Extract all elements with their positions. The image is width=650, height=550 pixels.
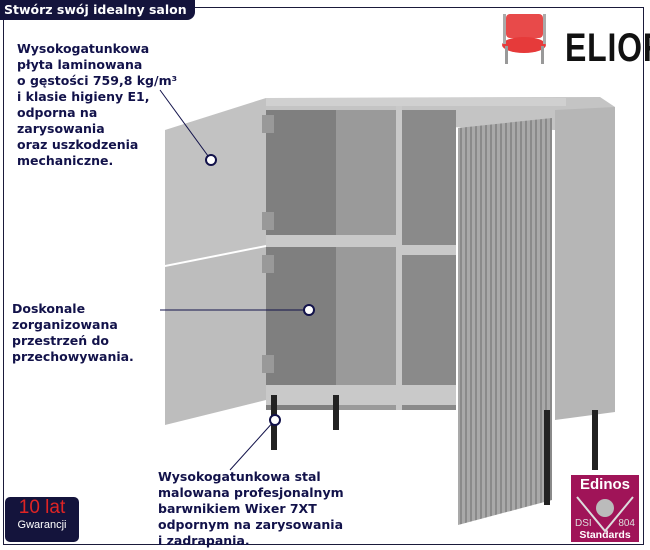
brand-logo: ELIOR xyxy=(565,26,650,70)
note-laminate: Wysokogatunkowa płyta laminowana o gęsto… xyxy=(17,41,178,168)
edinos-standards: Standards xyxy=(579,529,631,541)
note-storage: Doskonale zorganizowana przestrzeń do pr… xyxy=(12,301,134,364)
warranty-label: Gwarancji xyxy=(17,519,67,531)
warranty-badge: 10 lat Gwarancji xyxy=(5,497,79,542)
note-steel: Wysokogatunkowa stal malowana profesjona… xyxy=(158,469,344,548)
warranty-years: 10 lat xyxy=(18,497,66,518)
edinos-title: Edinos xyxy=(579,476,630,493)
edinos-emblem-icon xyxy=(576,496,634,533)
edinos-badge: Edinos DSI 804 Standards xyxy=(571,475,639,542)
edinos-number: 804 xyxy=(618,518,635,529)
frame xyxy=(3,7,644,545)
edinos-dsi: DSI xyxy=(575,518,592,529)
chair-icon xyxy=(502,14,546,64)
page-title: Stwórz swój idealny salon xyxy=(0,0,195,20)
